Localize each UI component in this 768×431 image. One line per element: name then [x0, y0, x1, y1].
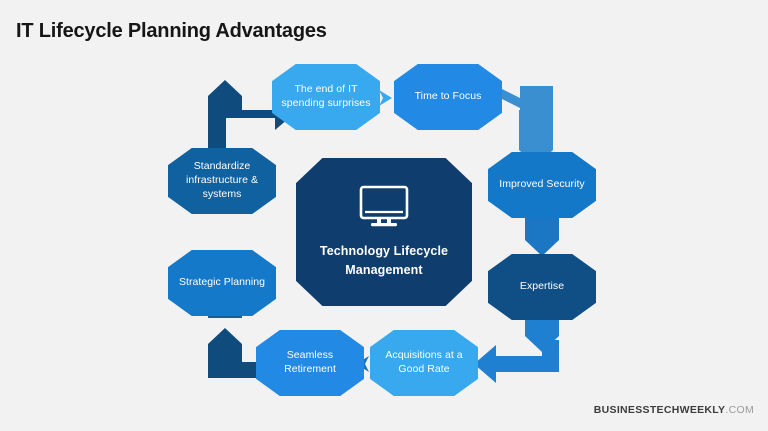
node-label: Standardize infrastructure & systems: [186, 160, 258, 200]
desktop-monitor-icon: [359, 186, 409, 227]
brand-name: BUSINESSTECHWEEKLY: [593, 404, 726, 416]
center-hub-label: Technology Lifecycle Management: [320, 242, 448, 278]
arrow-focus-to-security: [500, 86, 553, 166]
arrow-security-to-expertise: [525, 218, 559, 256]
node-time-to-focus[interactable]: Time to Focus: [394, 64, 502, 130]
brand-watermark: BUSINESSTECHWEEKLY.COM: [594, 404, 754, 416]
node-acquisitions-good-rate[interactable]: Acquisitions at a Good Rate: [370, 330, 478, 396]
node-expertise[interactable]: Expertise: [488, 254, 596, 320]
node-label: Improved Security: [499, 178, 585, 191]
node-strategic-planning[interactable]: Strategic Planning: [168, 250, 276, 316]
node-label: The end of IT spending surprises: [281, 83, 371, 109]
node-label: Strategic Planning: [178, 276, 266, 289]
arrow-expertise-to-acquisitions: [474, 320, 559, 383]
center-hub-label-line2: Management: [345, 262, 423, 277]
node-label: Time to Focus: [414, 90, 482, 103]
node-label: Expertise: [519, 280, 565, 293]
node-label: Seamless Retirement: [284, 349, 336, 375]
center-hub-technology-lifecycle-management[interactable]: Technology Lifecycle Management: [296, 158, 472, 306]
node-spending-surprises[interactable]: The end of IT spending surprises: [272, 64, 380, 130]
node-improved-security[interactable]: Improved Security: [488, 152, 596, 218]
arrow-spending-to-focus: [379, 90, 392, 106]
node-standardize-infrastructure[interactable]: Standardize infrastructure & systems: [168, 148, 276, 214]
page-title: IT Lifecycle Planning Advantages: [16, 20, 327, 42]
brand-tld: .COM: [725, 404, 754, 416]
node-label: Acquisitions at a Good Rate: [385, 349, 463, 375]
center-hub-label-line1: Technology Lifecycle: [319, 244, 449, 259]
node-seamless-retirement[interactable]: Seamless Retirement: [256, 330, 364, 396]
